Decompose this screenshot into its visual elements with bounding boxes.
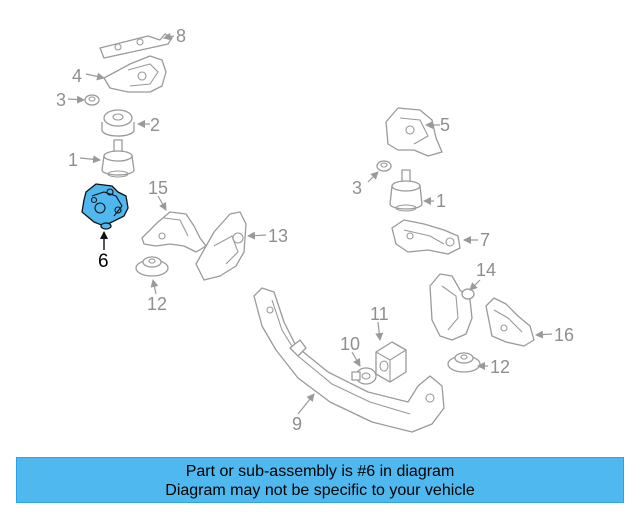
part-9-crossmember[interactable]: [253, 287, 445, 433]
part-7-bracket[interactable]: [391, 219, 461, 255]
callout-4[interactable]: 4: [72, 66, 82, 86]
info-banner: Part or sub-assembly is #6 in diagram Di…: [16, 457, 624, 503]
part-2-cushion[interactable]: [101, 109, 135, 137]
part-10-stopper[interactable]: [351, 367, 377, 385]
callout-2[interactable]: 2: [150, 115, 160, 135]
callout-13[interactable]: 13: [268, 226, 288, 246]
part-3-nut-left[interactable]: [84, 94, 100, 106]
leader-15: [157, 195, 167, 211]
callout-7[interactable]: 7: [480, 230, 490, 250]
leader-1-left: [79, 155, 101, 164]
callout-6[interactable]: 6: [98, 251, 109, 272]
leader-8: [163, 32, 175, 41]
leader-3-right: [367, 171, 379, 183]
callout-12-right[interactable]: 12: [490, 357, 510, 377]
leader-16: [535, 330, 553, 339]
callout-10[interactable]: 10: [340, 334, 360, 354]
callout-5[interactable]: 5: [440, 115, 450, 135]
part-8-bracket[interactable]: [99, 33, 173, 59]
parts-diagram: 8 4 3 2 1 6: [56, 26, 574, 434]
part-6-highlighted-bracket[interactable]: [81, 183, 129, 230]
part-5-bracket[interactable]: [385, 107, 443, 157]
callout-3-left[interactable]: 3: [56, 90, 66, 110]
callout-15[interactable]: 15: [148, 178, 168, 198]
part-11-damper[interactable]: [375, 341, 407, 383]
callout-16[interactable]: 16: [554, 325, 574, 345]
banner-line-1: Part or sub-assembly is #6 in diagram: [185, 463, 455, 480]
part-3-nut-right[interactable]: [376, 160, 392, 172]
callout-14[interactable]: 14: [476, 260, 496, 280]
leader-11: [375, 321, 384, 341]
part-12-cushion-right[interactable]: [447, 352, 481, 373]
callout-9[interactable]: 9: [292, 414, 302, 434]
part-1-engine-mount-right[interactable]: [389, 169, 423, 212]
leader-14: [469, 279, 481, 291]
leader-9: [297, 393, 315, 415]
part-12-cushion-left[interactable]: [135, 256, 169, 277]
callout-8[interactable]: 8: [176, 26, 186, 46]
callout-3-right[interactable]: 3: [352, 178, 362, 198]
leader-12-left: [150, 279, 159, 295]
part-13-mount-bracket[interactable]: [195, 211, 247, 281]
callout-11[interactable]: 11: [370, 304, 389, 324]
leader-3-left: [67, 95, 85, 104]
part-4-mount-bracket[interactable]: [103, 55, 167, 93]
leader-13: [247, 231, 267, 240]
part-14-mount[interactable]: [429, 273, 475, 341]
callout-1-right[interactable]: 1: [436, 191, 446, 211]
part-1-engine-mount-left[interactable]: [101, 139, 135, 178]
callout-1-left[interactable]: 1: [68, 150, 78, 170]
part-16-bracket[interactable]: [485, 297, 535, 347]
leader-10: [351, 351, 361, 367]
leader-4: [85, 72, 105, 81]
part-15-transmission-mount[interactable]: [141, 211, 207, 253]
banner-line-2: Diagram may not be specific to your vehi…: [165, 482, 475, 499]
callout-12-left[interactable]: 12: [147, 294, 167, 314]
